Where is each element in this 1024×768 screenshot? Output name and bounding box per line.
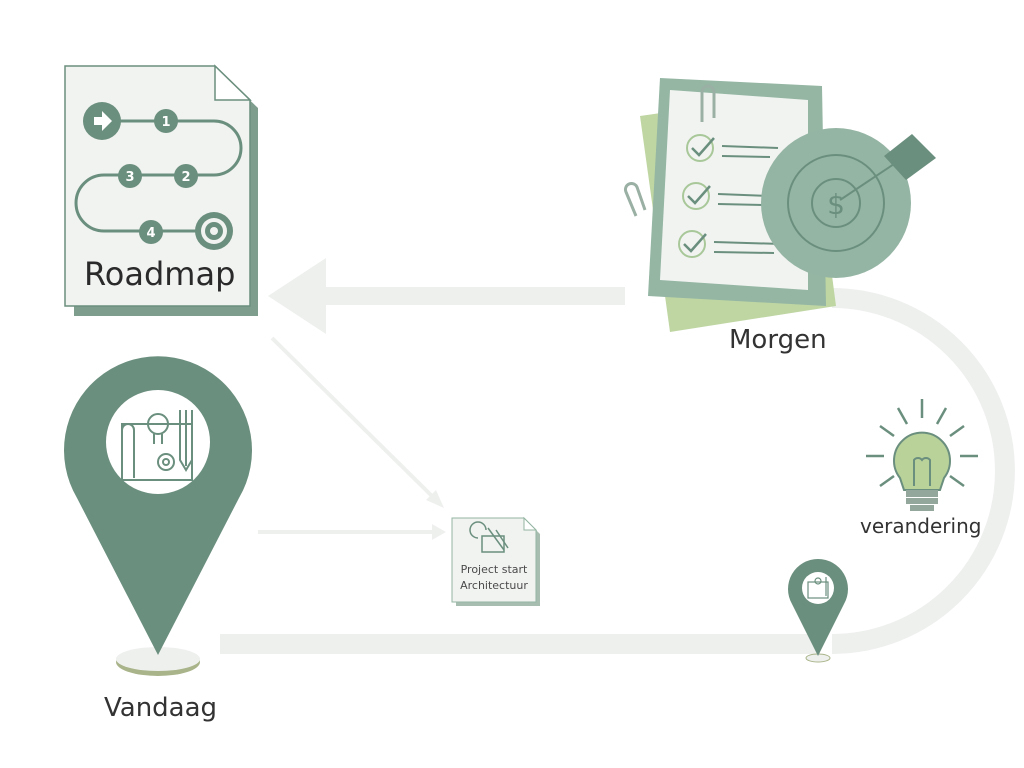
pin-base (116, 647, 200, 671)
step-3-circle (118, 164, 142, 188)
arrow-head-icon-2 (432, 524, 446, 540)
blueprint-icon (121, 410, 193, 481)
project-start-line2: Architectuur (460, 579, 528, 592)
big-arrow-head-icon (268, 258, 326, 334)
step-3-label: 3 (125, 170, 134, 185)
morgen-label: Morgen (729, 325, 827, 355)
curve-path (831, 288, 1015, 654)
verandering-label: verandering (860, 514, 982, 538)
arrow-right-glyph (94, 111, 112, 131)
roadmap-document: 1 2 3 4 (64, 64, 258, 316)
bottom-path (220, 634, 820, 654)
step-4-circle (139, 220, 163, 244)
roadmap-to-project-arrow (270, 336, 438, 502)
project-start-label: Project start Architectuur (453, 562, 535, 594)
project-start-document (451, 516, 540, 606)
paperclip-icon (700, 84, 716, 122)
dollar-sign: $ (827, 188, 845, 221)
design-icon (469, 521, 509, 553)
dartboard-icon: $ (761, 128, 936, 278)
vandaag-label: Vandaag (104, 693, 218, 723)
paperclip-icon-2 (623, 181, 647, 217)
roadmap-title: Roadmap (84, 255, 236, 293)
morgen-illustration: $ (623, 78, 936, 332)
step-1-label: 1 (161, 115, 170, 130)
step-2-label: 2 (181, 170, 190, 185)
document-icon (451, 517, 537, 603)
target-icon (195, 212, 233, 250)
step-2-circle (174, 164, 198, 188)
roadmap-doc-fold (214, 64, 252, 101)
small-pin (788, 559, 849, 663)
step-1-circle (154, 109, 178, 133)
project-start-line1: Project start (460, 563, 528, 576)
roadmap-route (74, 119, 243, 233)
small-pin-inner (802, 572, 834, 604)
lightbulb-icon (866, 399, 978, 511)
journey-path (220, 258, 1015, 654)
arrow-head-icon (426, 490, 444, 508)
vandaag-pin (64, 356, 252, 676)
top-path (320, 287, 625, 305)
checklist-icon (678, 134, 783, 258)
step-4-label: 4 (146, 226, 155, 241)
blueprint-icon-small (807, 577, 829, 599)
